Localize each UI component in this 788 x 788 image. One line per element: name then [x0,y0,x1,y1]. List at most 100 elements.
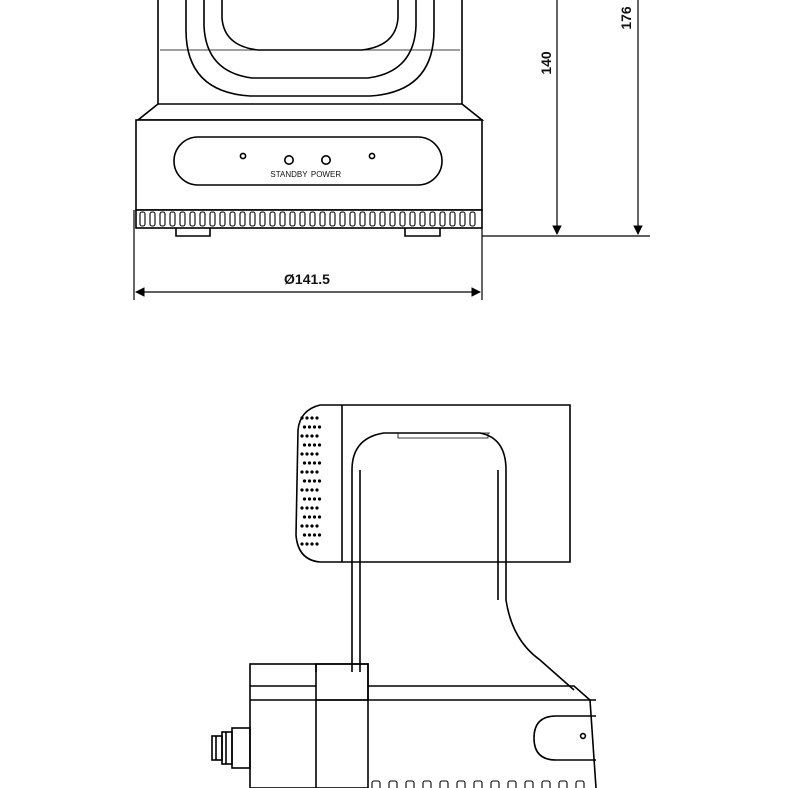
foot-left [175,228,211,237]
vent-slot [459,211,466,227]
grille-dot [312,515,317,519]
vent-slot [209,211,216,227]
vent-slot [149,211,156,227]
vent-slots [139,211,476,227]
power-label: POWER [311,170,341,179]
bnc-connector-icon [211,727,251,769]
side-vent-slot [371,780,381,788]
grille-dot [310,470,314,474]
vent-slot [179,211,186,227]
vent-slot [219,211,226,227]
grille-dot [307,461,312,465]
grille-dot [307,479,312,483]
rear-connector-block [249,663,369,788]
grille-dot [315,434,319,438]
side-vent-slot [558,780,568,788]
vent-slot [409,211,416,227]
grille-dot [300,506,304,510]
grille-dot [312,461,317,465]
grille-dot [305,452,309,456]
grille-dot [300,524,304,528]
grille-dot [307,497,312,501]
standby-indicator-icon [283,155,294,166]
vent-slot [449,211,456,227]
grille-dot [317,461,322,465]
grille-dot [302,533,307,537]
vent-slot [259,211,266,227]
grille-dot [312,425,317,429]
grille-dot [315,416,319,420]
grille-dot [312,479,317,483]
vent-slot [309,211,316,227]
side-vent-slot [405,780,415,788]
camera-base [135,119,483,211]
grille-dot [307,533,312,537]
vent-slot [289,211,296,227]
grille-dot [305,488,309,492]
grille-dot [317,515,322,519]
grille-dot [315,470,319,474]
vent-slot [249,211,256,227]
grille-dot [300,434,304,438]
side-vent-slot [473,780,483,788]
base-shoulder [135,103,485,121]
control-panel [173,136,443,186]
grille-dot [305,470,309,474]
grille-dot [315,542,319,546]
height-140-label: 140 [538,51,554,75]
grille-dot [310,434,314,438]
vent-slot [419,211,426,227]
grille-dot [315,452,319,456]
grille-dot [317,497,322,501]
vent-slot [339,211,346,227]
grille-dot [317,443,322,447]
vent-slot [469,211,476,227]
lens-housing [185,0,435,97]
diameter-label: Ø141.5 [284,271,330,287]
grille-dot [305,434,309,438]
lens-housing-inner [203,0,417,79]
vent-slot [319,211,326,227]
height-176-label: 176 [618,6,634,30]
side-vent-slot [507,780,517,788]
grille-dot [310,506,314,510]
grille-dot [317,479,322,483]
yoke-arm [351,432,575,691]
vent-slot [269,211,276,227]
side-vent-slot [439,780,449,788]
grille-dot [315,506,319,510]
grille-dot [300,542,304,546]
grille-dot [315,524,319,528]
vent-slot [329,211,336,227]
grille-dot [300,452,304,456]
grille-dot [312,497,317,501]
grille-dot [302,425,307,429]
front-lens-dome [295,404,321,563]
grille-dot [302,443,307,447]
vent-slot [359,211,366,227]
grille-dot [305,542,309,546]
vent-slot [349,211,356,227]
side-vent-slot [541,780,551,788]
vent-slot [389,211,396,227]
grille-dot [302,461,307,465]
camera-head-side [320,404,571,563]
grille-dot [310,488,314,492]
dimension-lines [133,0,650,300]
vent-slot [379,211,386,227]
side-vent-slot [575,780,585,788]
grille-dot [302,497,307,501]
vent-slot [279,211,286,227]
grille-dot [312,443,317,447]
side-indicator-icon [579,732,587,740]
base-side [315,663,597,788]
vent-slot [369,211,376,227]
grille-dot [307,425,312,429]
grille-dot [312,533,317,537]
vent-slot [199,211,206,227]
side-vent-slot [490,780,500,788]
side-vent-slot [524,780,534,788]
grille-dot [305,416,309,420]
grille-dot [310,524,314,528]
